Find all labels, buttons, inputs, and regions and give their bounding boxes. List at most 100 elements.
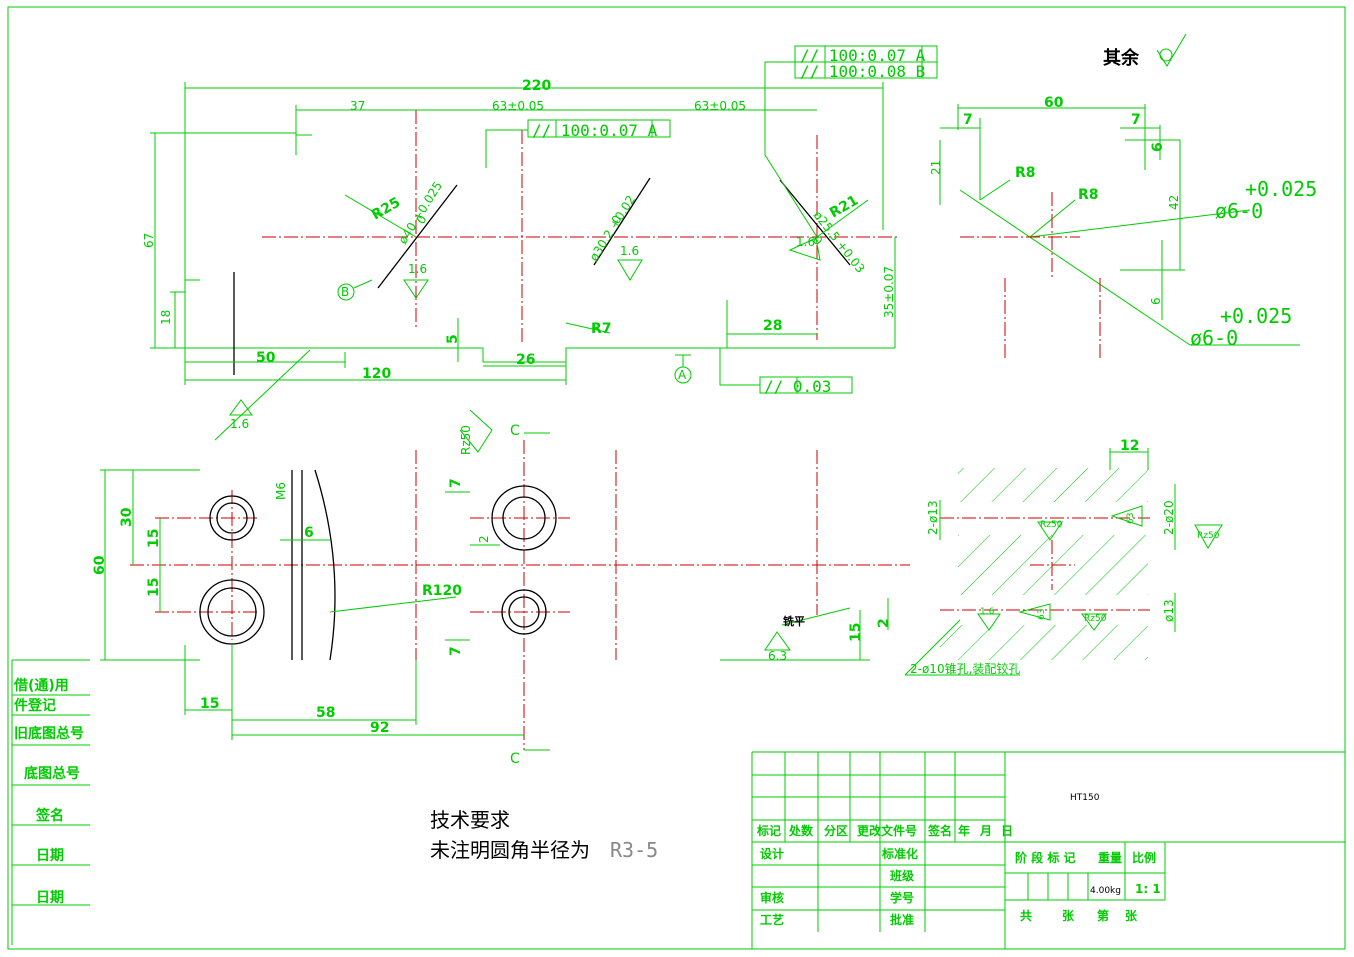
datum-a: A	[678, 368, 687, 382]
tb-zhongliang: 重量	[1098, 850, 1122, 865]
front-view: 220 37 63±0.05 63±0.05 67 18 50 120 26 5…	[142, 45, 938, 441]
dim-63a: 63±0.05	[492, 99, 544, 113]
section-dim-2-13: 2-ø13	[926, 500, 940, 535]
detail-tol1-top: +0.025	[1245, 177, 1317, 201]
section-dim-12: 12	[1120, 438, 1139, 454]
detail-view: 60 7 7 6 21 42 6 R8 R8 +0.025 ø6-0 +0.02…	[929, 95, 1317, 360]
tb-ri: 日	[1001, 824, 1013, 838]
tb-pizhun: 批准	[890, 912, 914, 927]
section-dim-2-20: 2-ø20	[1162, 500, 1176, 535]
tb-qianming: 签名	[927, 823, 952, 838]
detail-dim-21: 21	[929, 160, 943, 175]
tb-di: 第	[1097, 908, 1109, 923]
detail-r8b: R8	[1078, 187, 1099, 203]
tb-genggai: 更改文件号	[857, 823, 917, 838]
tb-yue: 月	[979, 824, 992, 838]
side-label-2: 件登记	[14, 697, 56, 714]
detail-dim-7b: 7	[1131, 112, 1141, 128]
detail-dim-6b: 6	[1149, 297, 1163, 305]
dim-120: 120	[362, 366, 391, 382]
tech-title: 技术要求	[430, 808, 510, 832]
detail-dim-7a: 7	[963, 112, 973, 128]
ra-1.6-b: 1.6	[620, 244, 639, 258]
top-dim-7a: 7	[448, 478, 464, 488]
top-dim-58: 58	[316, 705, 335, 721]
section-63b: 63	[1037, 609, 1047, 620]
top-dim-2: 2	[477, 535, 491, 543]
title-block: HT150 标记 处数 分区 更改文件号 签名 年 月 日 设计 标准化 班级 …	[751, 751, 1345, 949]
hole-small-mid-bottom	[501, 589, 547, 635]
tb-nian: 年	[958, 823, 970, 838]
tol-frame-top2: // 100:0.08 B	[800, 62, 925, 81]
side-label-5: 签名	[35, 807, 64, 824]
tb-biaoji: 标记	[756, 823, 781, 838]
top-m6: M6	[274, 482, 288, 500]
tb-zhang1: 张	[1062, 908, 1075, 923]
side-label-4: 底图总号	[24, 765, 80, 782]
side-label-1: 借(通)用	[13, 677, 69, 694]
section-rz50b: Rz50	[1084, 614, 1107, 624]
tb-jieduan: 阶 段 标 记	[1015, 850, 1076, 865]
datum-b: B	[341, 285, 349, 299]
side-label-6: 日期	[36, 848, 64, 864]
section-dim-13: ø13	[1162, 599, 1176, 622]
top-dim-15b: 15	[146, 578, 162, 597]
ra-1.6-d: 1.6	[230, 417, 249, 431]
dim-37: 37	[350, 99, 365, 113]
detail-tol2-top: +0.025	[1220, 304, 1292, 328]
top-dim-15d: 15	[848, 623, 864, 642]
hole-large-mid-top	[491, 485, 557, 551]
detail-tol2-bottom: ø6-0	[1190, 326, 1238, 350]
tb-zhang2: 张	[1125, 908, 1138, 923]
tb-scale: 1: 1	[1135, 882, 1161, 896]
dim-18: 18	[159, 310, 173, 325]
ra-1.6-a: 1.6	[408, 262, 427, 276]
flat-label: 铣平	[783, 614, 805, 628]
section-63a: 63	[1126, 513, 1136, 524]
detail-dim-42: 42	[1167, 195, 1181, 210]
tol-frame-top1: // 100:0.07 A	[800, 46, 926, 65]
side-registry: 借(通)用 件登记 旧底图总号 底图总号 签名 日期 日期	[11, 659, 90, 945]
tol-frame-bot: // 0.03	[764, 377, 831, 396]
tb-fenqu: 分区	[824, 823, 848, 838]
top-r120: R120	[422, 583, 462, 599]
section-c-top: C	[510, 423, 520, 439]
tb-chushu: 处数	[788, 823, 814, 838]
tb-sheji: 设计	[760, 846, 784, 861]
dim-220: 220	[522, 78, 551, 94]
dim-50: 50	[256, 350, 276, 366]
tb-bili: 比例	[1132, 850, 1156, 865]
section-view: 12 2-ø13 2-ø20 ø13 Rz50 63 Rz50 1.6 63 R…	[904, 438, 1223, 676]
section-rz50a: Rz50	[1040, 520, 1063, 530]
section-c-bottom: C	[510, 751, 520, 767]
sheet-border	[7, 6, 1346, 950]
detail-dim-6a: 6	[1150, 142, 1166, 152]
hole-small-left-top	[209, 495, 255, 541]
dim-67: 67	[142, 233, 156, 248]
tb-banji: 班级	[890, 868, 914, 883]
side-label-7: 日期	[36, 890, 64, 906]
surface-symbol-icon	[1156, 33, 1187, 67]
dim-63b: 63±0.05	[694, 99, 746, 113]
detail-r8a: R8	[1015, 165, 1036, 181]
tol-frame-mid: // 100:0.07 A	[532, 121, 658, 140]
tb-gong: 共	[1020, 908, 1032, 923]
top-dim-7b: 7	[448, 646, 464, 656]
top-dim-15c: 15	[200, 696, 219, 712]
material: HT150	[1070, 793, 1100, 803]
tech-line-value: R3-5	[610, 838, 658, 862]
top-dim-2b: 2	[876, 618, 892, 628]
dim-26: 26	[516, 352, 535, 368]
top-dim-15a: 15	[146, 529, 162, 548]
tb-shenhe: 审核	[760, 890, 784, 905]
top-rz50: Rz50	[459, 425, 473, 455]
ra-1.6-c: 1.6	[796, 235, 815, 249]
side-label-3: 旧底图总号	[14, 725, 84, 742]
tb-gongyi: 工艺	[760, 912, 784, 927]
top-dim-30: 30	[119, 507, 135, 527]
surface-other-label: 其余	[1103, 47, 1140, 69]
top-view: 60 30 15 15 15 58 92 6 M6 R120 7 7 2 Rz5…	[92, 409, 910, 767]
tb-biaozhunhua: 标准化	[881, 846, 918, 861]
top-dim-92: 92	[370, 720, 389, 736]
dim-dia40: ø40 +0.025	[396, 179, 445, 246]
